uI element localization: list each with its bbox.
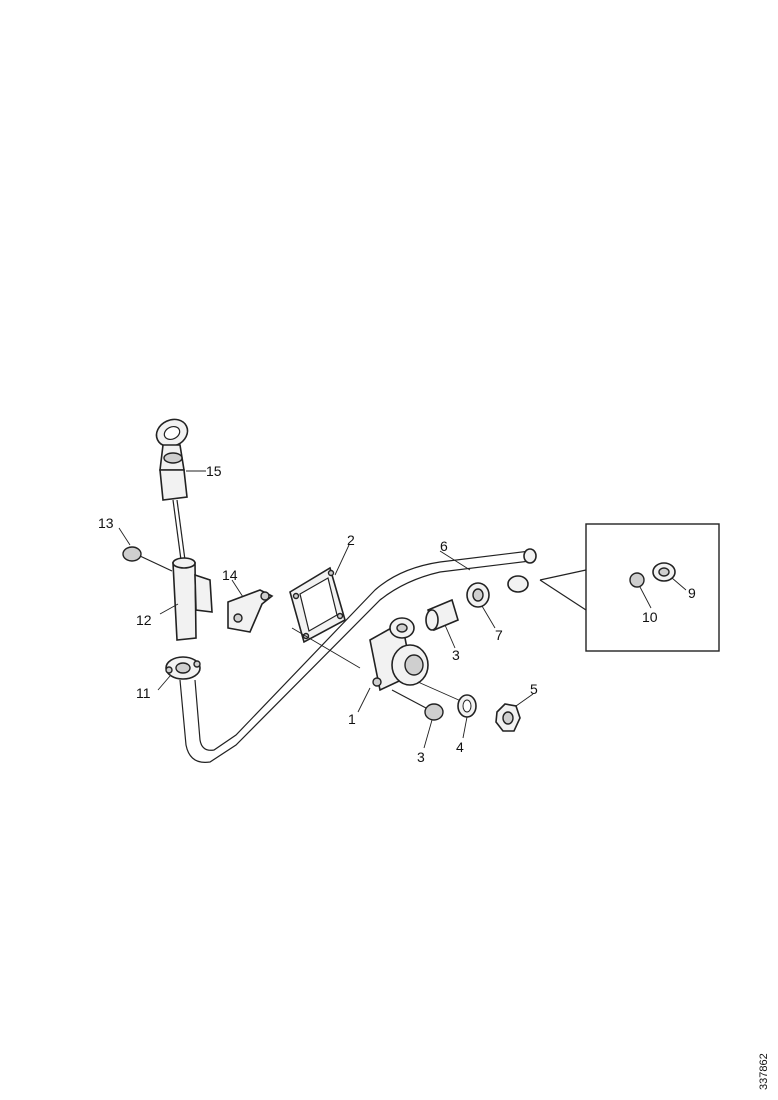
- bolt-3-lower: [391, 689, 444, 721]
- callout-1: 1: [348, 711, 356, 727]
- figure-reference-code: 337862: [758, 1053, 770, 1090]
- callout-3-lower: 3: [417, 749, 425, 765]
- callout-10: 10: [642, 609, 658, 625]
- callout-9: 9: [688, 585, 696, 601]
- housing-1: [369, 617, 429, 692]
- nut-7: [466, 582, 490, 608]
- leader-lines: [118, 470, 687, 749]
- callout-7: 7: [495, 627, 503, 643]
- gasket-2: [289, 566, 346, 644]
- washer-9: [652, 562, 676, 582]
- callout-15: 15: [206, 463, 222, 479]
- callout-14: 14: [222, 567, 238, 583]
- callout-6: 6: [440, 538, 448, 554]
- fitting-3-upper: [425, 598, 459, 632]
- callout-3-upper: 3: [452, 647, 460, 663]
- banjo-fitting: [507, 575, 529, 593]
- long-tube-6: [179, 548, 537, 763]
- bolt-13: [122, 546, 173, 572]
- detail-inset-box: [539, 523, 720, 652]
- callout-13: 13: [98, 515, 114, 531]
- callout-2: 2: [347, 532, 355, 548]
- callout-12: 12: [136, 612, 152, 628]
- seal-ring-4: [457, 694, 477, 718]
- bracket-14: [227, 589, 274, 633]
- callout-5: 5: [530, 681, 538, 697]
- dipstick-tube-upper: [172, 557, 213, 641]
- dipstick-rod: [172, 499, 186, 561]
- callout-11: 11: [136, 685, 151, 701]
- nut-5: [495, 703, 521, 732]
- callout-4: 4: [456, 739, 464, 755]
- dipstick-handle: [155, 418, 189, 501]
- bolt-10: [629, 572, 645, 588]
- flange-11: [165, 656, 201, 680]
